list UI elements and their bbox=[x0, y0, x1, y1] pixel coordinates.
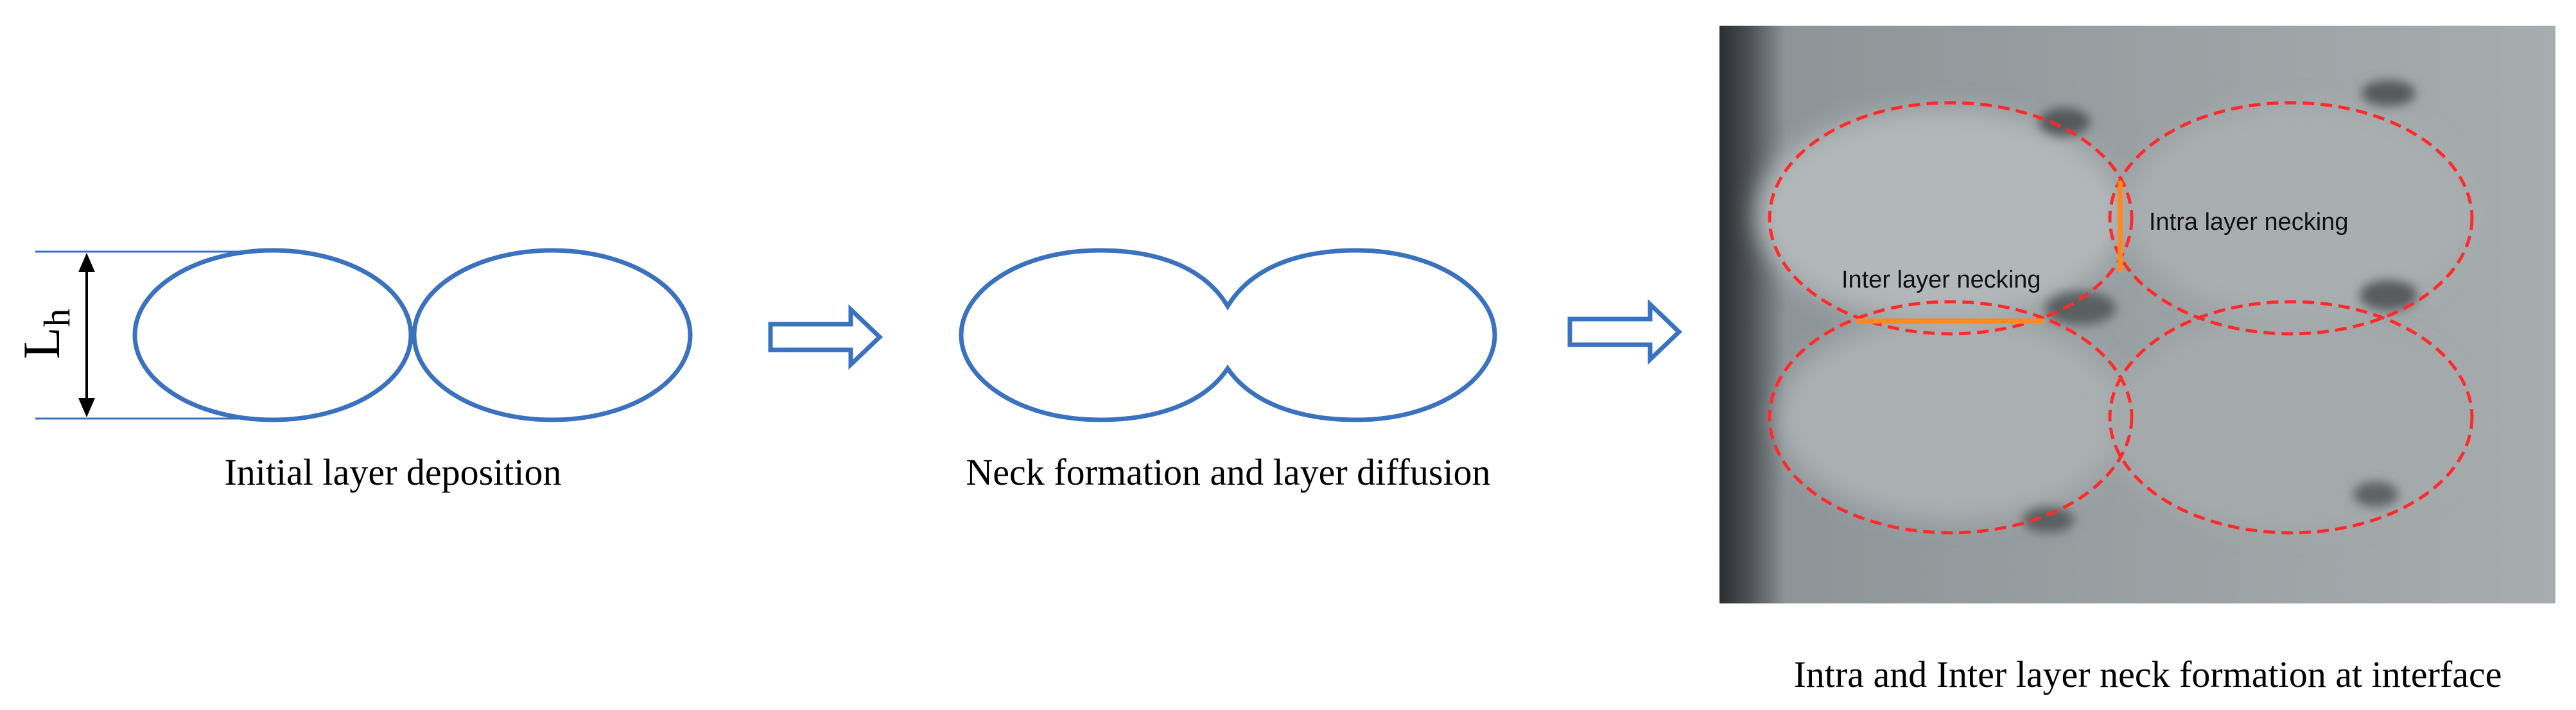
dimension-arrow-down bbox=[78, 398, 95, 417]
filament-outline-bottom-right bbox=[2108, 300, 2474, 535]
dimension-arrow-up bbox=[78, 253, 95, 272]
interface-caption: Intra and Inter layer neck formation at … bbox=[1793, 654, 2502, 695]
neck-formation-caption: Neck formation and layer diffusion bbox=[966, 451, 1490, 493]
neck-formation-panel: Neck formation and layer diffusion bbox=[959, 248, 1497, 493]
filament-outline-top-right bbox=[2108, 101, 2474, 336]
process-arrow-2 bbox=[1567, 299, 1683, 365]
interface-micrograph-panel: Intra layer necking Inter layer necking … bbox=[1719, 26, 2555, 695]
inter-layer-necking-label: Inter layer necking bbox=[1841, 266, 2041, 293]
process-arrow-1 bbox=[768, 304, 883, 370]
left-filament-ellipse bbox=[132, 248, 413, 422]
layer-height-label: Lh bbox=[12, 308, 78, 359]
merged-filament-outline bbox=[959, 248, 1497, 422]
layer-height-dimension: Lh bbox=[12, 250, 263, 420]
micrograph-image bbox=[1719, 26, 2555, 603]
initial-deposition-panel: Lh Initial layer deposition bbox=[12, 248, 693, 493]
initial-deposition-caption: Initial layer deposition bbox=[224, 451, 561, 493]
filament-outline-top-left bbox=[1768, 101, 2134, 336]
right-filament-ellipse bbox=[412, 248, 693, 422]
intra-layer-necking-label: Intra layer necking bbox=[2149, 209, 2349, 236]
filament-outline-bottom-left bbox=[1768, 300, 2134, 535]
